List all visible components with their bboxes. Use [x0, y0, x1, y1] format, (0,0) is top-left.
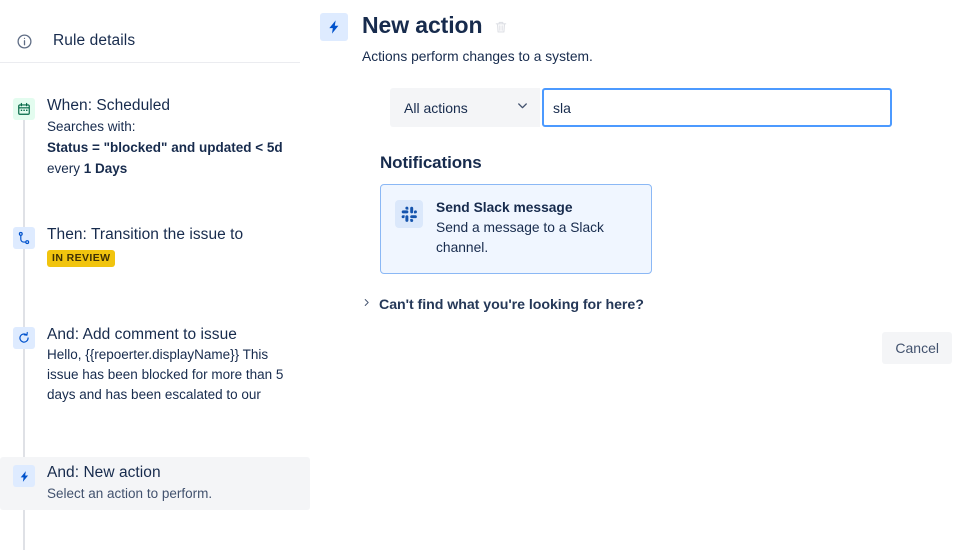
step-subtitle: Select an action to perform.: [47, 486, 213, 501]
step-transition-issue[interactable]: Then: Transition the issue to IN REVIEW: [0, 219, 310, 273]
action-search-input[interactable]: [542, 88, 892, 127]
step-comment-body: Hello, {{repoerter.displayName}} This is…: [47, 347, 284, 402]
step-body: And: Add comment to issue Hello, {{repoe…: [47, 325, 296, 405]
step-title: And: New action: [47, 464, 161, 481]
result-description: Send a message to a Slack channel.: [436, 220, 604, 255]
cancel-button[interactable]: Cancel: [882, 332, 952, 364]
step-schedule: every 1 Days: [47, 159, 296, 179]
trash-icon[interactable]: [491, 16, 511, 38]
steps-list: When: Scheduled Searches with: Status = …: [0, 60, 310, 510]
slack-icon: [395, 200, 423, 228]
sidebar-item-rule-details[interactable]: Rule details: [0, 0, 310, 60]
rule-steps-sidebar: Rule details W: [0, 0, 310, 550]
bolt-icon: [13, 465, 35, 487]
status-badge: IN REVIEW: [47, 250, 116, 267]
step-schedule-prefix: every: [47, 161, 84, 176]
results-section-title: Notifications: [380, 153, 482, 172]
rule-details-label: Rule details: [53, 32, 136, 49]
title-wrap: New action: [362, 10, 511, 40]
action-result-send-slack-message[interactable]: Send Slack message Send a message to a S…: [380, 184, 652, 274]
action-category-value: All actions: [404, 99, 468, 116]
bolt-icon: [320, 13, 348, 41]
new-action-panel: New action Actions perform changes to a …: [310, 0, 970, 550]
panel-header: New action: [310, 0, 952, 41]
calendar-icon: [13, 98, 35, 120]
step-title: And: Add comment to issue: [47, 326, 237, 343]
step-title: Then: Transition the issue to: [47, 226, 244, 243]
action-search-row: All actions: [310, 66, 952, 127]
cant-find-link[interactable]: Can't find what you're looking for here?: [310, 274, 952, 314]
page-title: New action: [362, 12, 483, 38]
sidebar-divider: [0, 62, 300, 63]
result-title: Send Slack message: [436, 200, 573, 215]
step-when-scheduled[interactable]: When: Scheduled Searches with: Status = …: [0, 90, 310, 185]
step-body: And: New action Select an action to perf…: [47, 463, 296, 504]
chevron-down-icon: [515, 98, 530, 118]
panel-description: Actions perform changes to a system.: [362, 49, 593, 64]
step-schedule-value: 1 Days: [83, 161, 128, 176]
result-text: Send Slack message Send a message to a S…: [436, 199, 637, 259]
transition-icon: [13, 227, 35, 249]
step-jql-query-text: Status = "blocked" and updated < 5d: [47, 140, 283, 155]
comment-refresh-icon: [13, 327, 35, 349]
step-searches-label: Searches with:: [47, 119, 136, 134]
step-body: When: Scheduled Searches with: Status = …: [47, 96, 296, 179]
step-jql-query: Status = "blocked" and updated < 5d: [47, 138, 296, 158]
chevron-right-icon: [362, 296, 371, 314]
step-body: Then: Transition the issue to IN REVIEW: [47, 225, 296, 267]
step-new-action[interactable]: And: New action Select an action to perf…: [0, 457, 310, 510]
panel-footer: Cancel: [882, 332, 952, 364]
info-circle-icon: [13, 30, 35, 52]
step-add-comment[interactable]: And: Add comment to issue Hello, {{repoe…: [0, 319, 310, 411]
step-title: When: Scheduled: [47, 97, 171, 114]
cant-find-label: Can't find what you're looking for here?: [379, 297, 644, 313]
action-category-select[interactable]: All actions: [390, 88, 540, 127]
